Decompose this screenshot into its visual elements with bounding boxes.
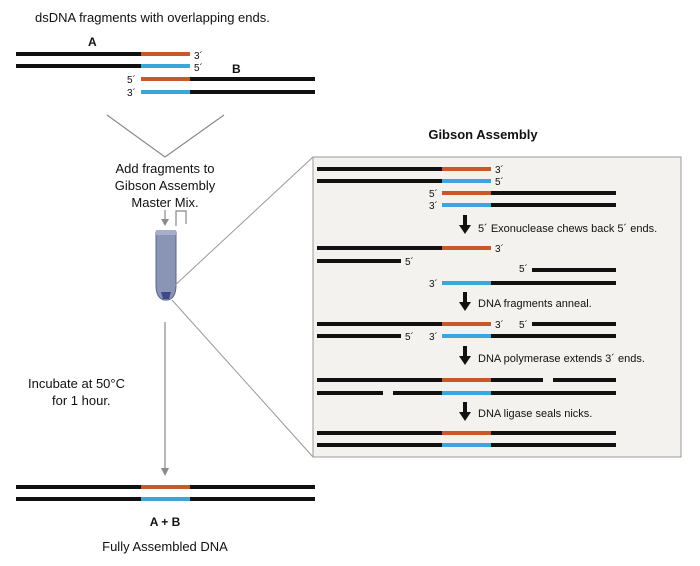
- step-anneal: DNA fragments anneal.: [459, 292, 592, 311]
- add-fragments-text: Gibson Assembly: [115, 178, 216, 193]
- fragment-b-overlap-bottom: [141, 90, 190, 94]
- incubate-step: Incubate at 50°C for 1 hour.: [28, 376, 125, 408]
- end-label-5prime: 5´: [519, 263, 528, 275]
- fragment-a-label: A: [88, 35, 97, 49]
- fragment-b-overlap-top: [141, 77, 190, 81]
- assembled-top-strand: [16, 485, 141, 489]
- zoom-line-top: [171, 156, 314, 289]
- end-label-5prime: 5´: [495, 176, 504, 188]
- tube-icon: [155, 210, 187, 301]
- add-fragments-step: Add fragments to Gibson Assembly Master …: [115, 161, 216, 210]
- assembled-dna: A + B Fully Assembled DNA: [16, 485, 315, 554]
- incubate-text: for 1 hour.: [52, 393, 111, 408]
- end-label-5prime: 5´: [429, 188, 438, 200]
- end-label-3prime: 3´: [429, 278, 438, 290]
- arrow-to-product-head: [161, 468, 169, 476]
- fragment-b-label: B: [232, 62, 241, 76]
- diagram-title: dsDNA fragments with overlapping ends.: [35, 10, 270, 25]
- end-label-3prime: 3´: [429, 200, 438, 212]
- step-exonuclease-text: 5´ Exonuclease chews back 5´ ends.: [478, 223, 657, 235]
- assembled-top-strand: [190, 485, 315, 489]
- fragment-a-bottom-strand: [16, 64, 141, 68]
- step-arrow-shaft: [463, 292, 467, 303]
- assembled-bottom-strand: [16, 497, 141, 501]
- add-fragments-text: Master Mix.: [131, 195, 198, 210]
- panel-stage-chewed: 3´ 5´ 5´ 3´: [317, 243, 616, 290]
- fragment-b-top-strand: [190, 77, 315, 81]
- end-label-5prime: 5´: [519, 319, 528, 331]
- end-label-5prime: 5´: [194, 62, 203, 74]
- panel-title: Gibson Assembly: [428, 127, 538, 142]
- fragments-top: A B 3´ 5´ 5´ 3´: [16, 35, 315, 99]
- step-polymerase-text: DNA polymerase extends 3´ ends.: [478, 353, 645, 365]
- add-fragments-text: Add fragments to: [116, 161, 215, 176]
- step-polymerase: DNA polymerase extends 3´ ends.: [459, 346, 645, 365]
- panel-stage-extended: [317, 378, 616, 395]
- step-arrow-head: [459, 356, 471, 365]
- step-ligase-text: DNA ligase seals nicks.: [478, 408, 592, 420]
- end-label-3prime: 3´: [495, 164, 504, 176]
- panel-stage-fragments: 3´ 5´ 5´ 3´: [317, 164, 616, 212]
- assembled-overlap-bottom: [141, 497, 190, 501]
- step-anneal-text: DNA fragments anneal.: [478, 298, 592, 310]
- step-exonuclease: 5´ Exonuclease chews back 5´ ends.: [459, 215, 657, 235]
- fragment-b-bottom-strand: [190, 90, 315, 94]
- end-label-5prime: 5´: [405, 331, 414, 343]
- assembled-bottom-strand: [190, 497, 315, 501]
- assembled-overlap-top: [141, 485, 190, 489]
- fragment-a-overlap-top: [141, 52, 190, 56]
- step-arrow-head: [459, 225, 471, 234]
- zoom-line-bottom: [171, 299, 314, 458]
- step-arrow-shaft: [463, 402, 467, 413]
- end-label-3prime: 3´: [429, 331, 438, 343]
- step-arrow-shaft: [463, 346, 467, 357]
- assembled-caption: Fully Assembled DNA: [102, 539, 228, 554]
- step-arrow-head: [459, 302, 471, 311]
- incubate-text: Incubate at 50°C: [28, 376, 125, 391]
- end-label-3prime: 3´: [194, 50, 203, 62]
- panel-stage-sealed: [317, 431, 616, 447]
- end-label-5prime: 5´: [127, 74, 136, 86]
- fragment-a-top-strand: [16, 52, 141, 56]
- end-label-3prime: 3´: [495, 319, 504, 331]
- end-label-3prime: 3´: [495, 243, 504, 255]
- end-label-5prime: 5´: [405, 256, 414, 268]
- fragment-a-overlap-bottom: [141, 64, 190, 68]
- step-ligase: DNA ligase seals nicks.: [459, 402, 592, 421]
- end-label-3prime: 3´: [127, 87, 136, 99]
- arrow-to-tube-head: [161, 219, 169, 226]
- funnel-lines: [106, 114, 225, 158]
- step-arrow-shaft: [463, 215, 467, 226]
- panel-stage-annealed: 3´ 5´ 5´ 3´: [317, 319, 616, 343]
- step-arrow-head: [459, 412, 471, 421]
- assembled-label: A + B: [150, 515, 181, 529]
